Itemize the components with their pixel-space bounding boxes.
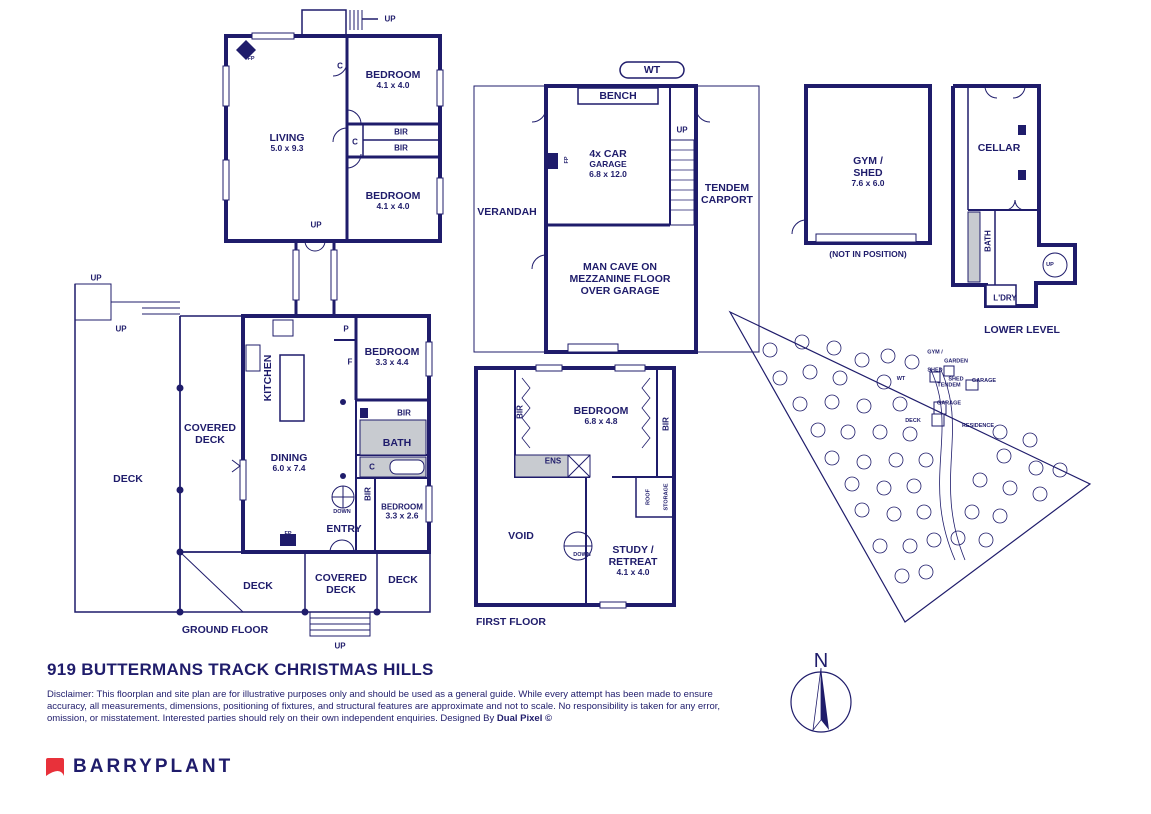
ensuite-label: ENS [544, 456, 562, 466]
site-residence-label: RESIDENCE [961, 422, 995, 429]
closet-2-label: C [352, 137, 358, 147]
bir-3-label: BIR [397, 408, 411, 418]
stairs-up-deck-label: UP [115, 324, 127, 334]
kitchen-label: KITCHEN [261, 354, 274, 402]
deck-label: DECK [113, 472, 143, 485]
disclaimer: Disclaimer: This floorplan and site plan… [47, 689, 737, 726]
site-garage-label: GARAGE [971, 377, 997, 384]
decks [74, 283, 431, 637]
first-floor-bir-left-label: BIR [515, 405, 525, 419]
covered-deck-bottom-label: COVERED DECK [315, 571, 367, 596]
stairs-down-label: DOWN [333, 508, 351, 515]
closet-3-label: C [369, 462, 375, 472]
bir-lower-label: BIR [394, 143, 408, 153]
garage-up-label: UP [676, 125, 688, 135]
first-floor-down-label: DOWN [573, 551, 591, 558]
fridge-label: F [347, 357, 353, 367]
site-plan [728, 310, 1092, 623]
garage-block [473, 61, 760, 354]
site-gym-shed-label: GYM /SHED [927, 349, 943, 374]
property-address: 919 BUTTERMANS TRACK CHRISTMAS HILLS [47, 660, 434, 679]
bath-label: BATH [382, 436, 412, 449]
stairs-up-left-label: UP [90, 273, 102, 283]
brand-logo: BARRYPLANT [46, 756, 233, 778]
brand-name: BARRYPLANT [73, 756, 234, 777]
first-floor-bir-right-label: BIR [661, 417, 671, 431]
deck-right-label: DECK [388, 573, 418, 586]
brand-mark-icon [46, 758, 64, 776]
bir-upper-label: BIR [394, 127, 408, 137]
lower-bath-label: BATH [983, 230, 993, 252]
entry-label: ENTRY [326, 522, 362, 535]
closet-1-label: C [337, 61, 343, 71]
void-label: VOID [508, 529, 534, 542]
bench-label: BENCH [599, 89, 637, 102]
covered-deck-label: COVERED DECK [184, 421, 236, 446]
designer-credit: Dual Pixel © [496, 713, 552, 725]
stairs-up-mid-label: UP [310, 220, 322, 230]
compass-north-label: N [813, 650, 829, 672]
site-water-tank-label: WT [896, 375, 906, 382]
lower-level-block [951, 84, 1077, 308]
first-floor-title: FIRST FLOOR [476, 615, 546, 628]
laundry-label: L'DRY [993, 293, 1017, 303]
site-trees [762, 334, 1068, 584]
lower-up-label: UP [1046, 261, 1054, 268]
compass [790, 667, 852, 733]
ground-floor-lower-block [231, 314, 433, 554]
fireplace-living-label: FP [247, 55, 255, 62]
ground-floor-title: GROUND FLOOR [181, 623, 269, 636]
stairs-up-top-label: UP [384, 14, 396, 24]
lower-level-title: LOWER LEVEL [984, 323, 1060, 336]
garage-fp-label: FP [563, 156, 570, 164]
fireplace-label: FP [284, 530, 292, 537]
water-tank-label: WT [643, 63, 661, 76]
verandah-label: VERANDAH [477, 205, 537, 218]
ground-floor-upper-block [222, 9, 444, 316]
site-deck-label: DECK [905, 417, 921, 424]
deck-bottom-label: DECK [243, 579, 273, 592]
gym-shed-block [791, 84, 932, 245]
gym-not-in-position-label: (NOT IN POSITION) [829, 249, 907, 260]
first-floor-block [474, 364, 676, 609]
cellar-label: CELLAR [977, 141, 1021, 154]
bir-4-label: BIR [363, 487, 373, 501]
disclaimer-text: Disclaimer: This floorplan and site plan… [47, 689, 721, 725]
stairs-up-bottom-label: UP [334, 641, 346, 651]
pantry-label: P [343, 324, 349, 334]
